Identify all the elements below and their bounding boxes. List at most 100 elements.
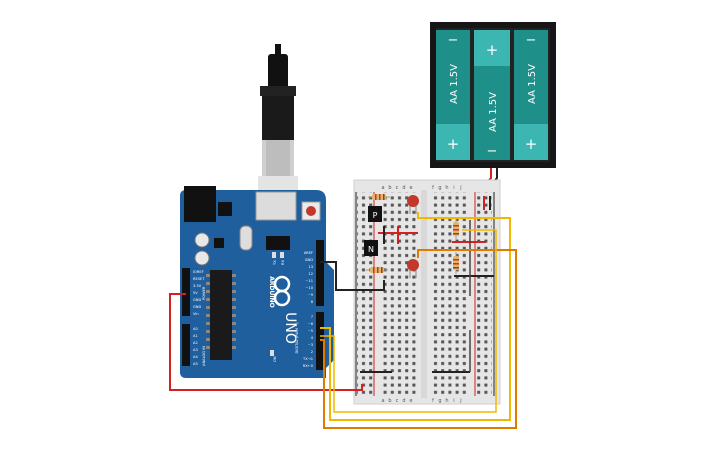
column-letter: g: [438, 185, 441, 191]
column-letter: h: [445, 185, 448, 191]
power-pin-label: 3.3V: [193, 284, 202, 288]
transistor-npn[interactable]: N: [364, 240, 378, 256]
column-letter: i: [453, 185, 454, 191]
terminal-strip-right[interactable]: [430, 192, 468, 396]
usb-cable[interactable]: [258, 44, 298, 194]
resistor[interactable]: [453, 252, 459, 274]
wire-orange-pin[interactable]: [320, 249, 517, 429]
wire-yellow-pin-2[interactable]: [320, 229, 497, 413]
column-letter: c: [396, 185, 399, 191]
column-letter: e: [409, 185, 412, 191]
transistor-pnp[interactable]: P: [368, 206, 382, 222]
transistor-pnp-label: P: [373, 211, 378, 220]
led-red[interactable]: [407, 195, 419, 214]
digital-pin-label: 2: [311, 350, 313, 354]
battery-cell-1-top-terminal: −: [448, 33, 459, 48]
digital-label: DIGITAL (PWM ~): [295, 322, 299, 354]
on-label: ON: [273, 356, 277, 362]
breadboard[interactable]: a b c d e f g h i j a b c d e f g h i j: [353, 179, 501, 405]
analog-pin-label: A4: [193, 355, 198, 359]
battery-cell-3-label: AA 1.5V: [527, 64, 538, 104]
top-header-pin-label: ~10: [305, 286, 313, 290]
power-pin-label: GND: [193, 298, 201, 302]
reset-button[interactable]: [301, 201, 321, 221]
power-pin-label: GND: [193, 305, 201, 309]
terminal-strip-left[interactable]: [380, 192, 418, 396]
arduino-logo: [273, 275, 291, 307]
power-pin-label: IOREF: [193, 270, 204, 274]
battery-cell-1-bottom-terminal: +: [447, 135, 460, 153]
resistor[interactable]: [453, 218, 459, 240]
power-rail-left[interactable]: [357, 192, 373, 396]
analog-pin-label: A1: [193, 334, 198, 338]
wire-red-5v[interactable]: [169, 293, 363, 391]
column-letter: b: [388, 185, 391, 191]
top-header-pin-label: 12: [308, 272, 313, 276]
top-header-pin-label: 8: [311, 300, 314, 304]
column-letter: g: [438, 398, 441, 404]
transistor-npn-label: N: [368, 245, 374, 254]
digital-pin-label: 4: [311, 336, 314, 340]
battery-cell-2-label: AA 1.5V: [488, 92, 499, 132]
digital-pin-label: ~6: [308, 322, 314, 326]
battery-pack[interactable]: − AA 1.5V + + AA 1.5V − − AA 1.5V +: [430, 22, 556, 196]
top-header-pin-label: AREF: [304, 251, 313, 255]
column-letter: b: [388, 398, 391, 404]
battery-cell-2: + AA 1.5V −: [474, 30, 510, 160]
analog-pin-label: A3: [193, 348, 198, 352]
column-letter: a: [381, 398, 384, 404]
battery-cell-1: − AA 1.5V +: [436, 30, 470, 160]
battery-cell-3-top-terminal: −: [526, 33, 537, 48]
digital-pin-label: TX→1: [302, 357, 313, 361]
power-pin-label: 5V: [193, 291, 198, 295]
column-letter: a: [381, 185, 384, 191]
capacitor: [194, 232, 210, 248]
power-header-label: POWER: [202, 286, 206, 300]
atmega-chip: [210, 270, 232, 360]
column-letter: i: [453, 398, 454, 404]
arduino-uno-board[interactable]: IOREF RESET 3.3V 5V GND GND Vin POWER A0…: [180, 186, 334, 378]
tx-led-label: TX: [273, 260, 277, 266]
top-header-pin-label: GND: [305, 258, 313, 262]
arduino-model: UNO: [282, 312, 298, 344]
column-letter: d: [402, 185, 405, 191]
analog-header-label: ANALOG IN: [202, 346, 206, 366]
analog-pin-label: A0: [193, 327, 198, 331]
power-pin-label: Vin: [193, 312, 199, 316]
wire-yellow-pin[interactable]: [320, 212, 511, 421]
arduino-brand: ARDUINO: [268, 276, 275, 307]
resistor[interactable]: [366, 267, 388, 273]
usb-jack: [255, 191, 297, 221]
column-letter: f: [432, 398, 434, 404]
crystal-oscillator: [239, 225, 253, 251]
digital-pin-label: 7: [311, 315, 313, 319]
capacitor: [194, 250, 210, 266]
digital-pin-label: RX←0: [303, 364, 314, 368]
regulator: [218, 202, 232, 216]
analog-pin-label: A2: [193, 341, 198, 345]
power-rail-right[interactable]: [476, 192, 492, 396]
analog-pin-label: A5: [193, 362, 198, 366]
column-letter: d: [402, 398, 405, 404]
battery-cell-1-label: AA 1.5V: [449, 64, 460, 104]
column-letter: c: [396, 398, 399, 404]
battery-cell-3-bottom-terminal: +: [525, 135, 538, 153]
battery-cell-2-top-terminal: +: [486, 41, 499, 59]
column-letter: e: [409, 398, 412, 404]
column-letter: j: [459, 185, 461, 191]
battery-cell-3: − AA 1.5V +: [514, 30, 548, 160]
led-red[interactable]: [407, 259, 419, 278]
power-header[interactable]: [182, 268, 190, 316]
resistor[interactable]: [368, 194, 390, 200]
analog-header[interactable]: [182, 324, 190, 366]
digital-pin-label: ~5: [308, 329, 313, 333]
digital-pin-label: ~3: [308, 343, 313, 347]
digital-header-top[interactable]: [316, 240, 324, 306]
top-header-pin-label: ~11: [305, 279, 313, 283]
wire-black-gnd[interactable]: [320, 261, 385, 291]
column-letter: f: [432, 185, 434, 191]
dc-power-jack: [184, 186, 216, 222]
column-letter: h: [445, 398, 448, 404]
top-header-pin-label: ~9: [308, 293, 314, 297]
